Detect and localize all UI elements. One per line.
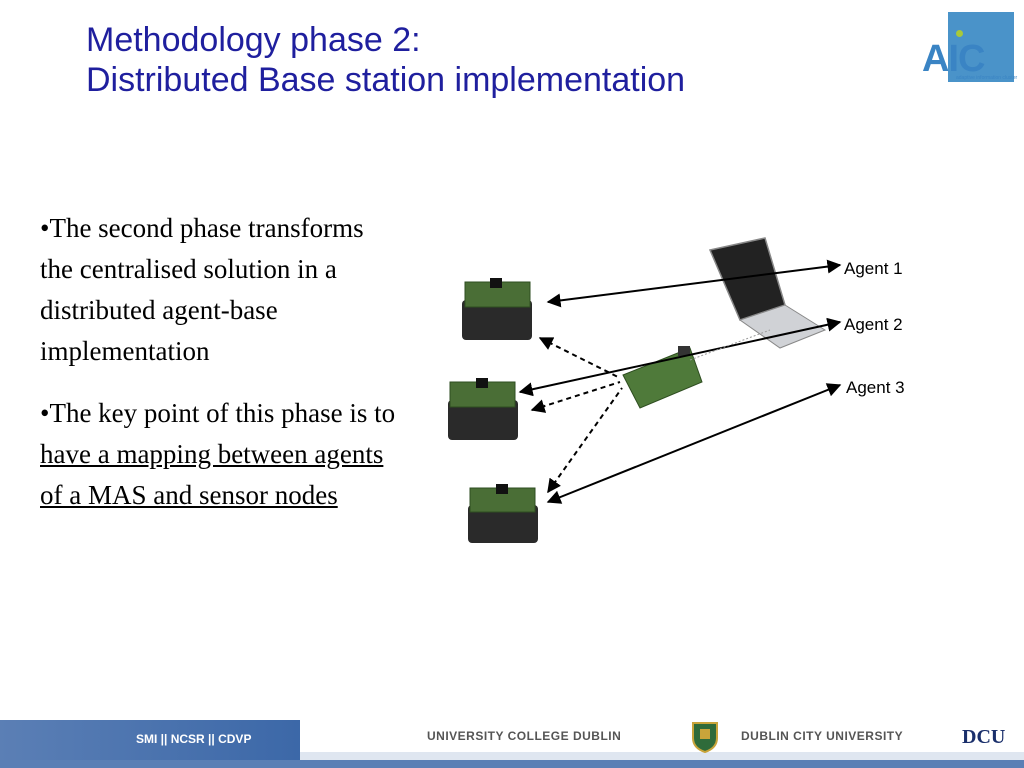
logo-subtitle: adaptive information cluster: [956, 75, 1018, 81]
arrow-node1-agent1: [546, 259, 842, 308]
ucd-crest-icon: [692, 722, 718, 754]
agent-label-2: Agent 2: [844, 315, 903, 334]
logo-text: AIC: [922, 38, 985, 80]
ucd-label: UNIVERSITY COLLEGE DUBLIN: [427, 729, 622, 743]
bullet-2-prefix: •The key point of this phase is to: [40, 398, 396, 428]
agent-label-3: Agent 3: [846, 378, 905, 397]
dcu-label: DUBLIN CITY UNIVERSITY: [741, 729, 904, 743]
footer-stripe: [300, 752, 1024, 760]
footer-left-bar: [0, 720, 300, 760]
laptop-icon: [708, 237, 827, 349]
agent-label-1: Agent 1: [844, 259, 903, 278]
footer-group-label: SMI || NCSR || CDVP: [136, 732, 252, 746]
bullet-list: •The second phase transforms the central…: [40, 208, 400, 537]
title-line-2: Distributed Base station implementation: [86, 61, 686, 99]
bullet-1: •The second phase transforms the central…: [40, 213, 364, 366]
logo-box: [948, 12, 1014, 82]
bullet-2-underlined: have a mapping between agents of a MAS a…: [40, 439, 384, 510]
logo-dot: [956, 30, 963, 37]
dashed-arrow-base-node1: [538, 337, 621, 379]
dashed-arrow-base-node2: [530, 381, 621, 413]
arrow-node2-agent2: [518, 317, 842, 397]
arrow-node3-agent3: [546, 383, 842, 504]
footer-bottom-bar: [0, 760, 1024, 768]
link-base-laptop: [689, 329, 771, 361]
distributed-base-station-diagram: Agent 1 Agent 2 Agent 3: [448, 237, 905, 543]
dcu-logo: DCU: [962, 726, 1006, 748]
sensor-node-icon-2: [448, 378, 518, 440]
sensor-node-icon-1: [462, 278, 532, 340]
sensor-node-icon-3: [468, 484, 538, 543]
slide-title: Methodology phase 2: Distributed Base st…: [86, 20, 685, 100]
dashed-arrow-base-node3: [547, 387, 623, 494]
title-line-1: Methodology phase 2:: [86, 21, 421, 59]
bullet-2: •The key point of this phase is to have …: [40, 393, 400, 516]
footer: SMI || NCSR || CDVP UNIVERSITY COLLEGE D…: [0, 720, 1024, 768]
